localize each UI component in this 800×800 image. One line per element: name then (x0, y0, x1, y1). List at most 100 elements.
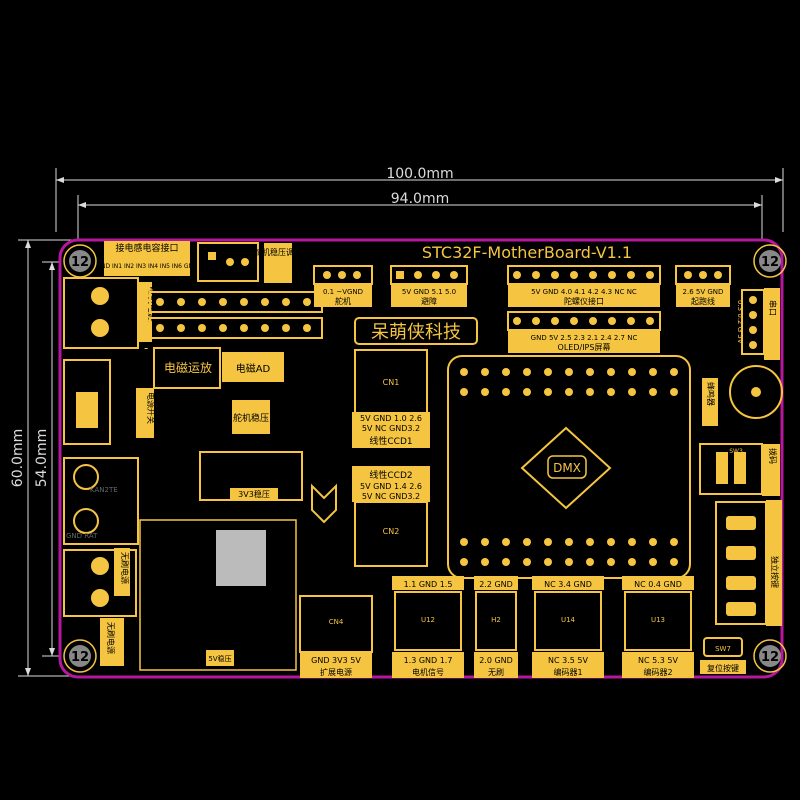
svg-text:舵机稳压调节: 舵机稳压调节 (254, 247, 302, 257)
pin (607, 558, 615, 566)
svg-text:5V GND 1.0 2.6: 5V GND 1.0 2.6 (360, 414, 422, 423)
pin (628, 388, 636, 396)
pin (565, 388, 573, 396)
dim-height-inner: 54.0mm (34, 429, 50, 487)
pin (544, 538, 552, 546)
svg-text:CN1: CN1 (383, 378, 400, 387)
ccd2-block: 线性CCD2 5V GND 1.4 2.6 5V NC GND3.2 CN2 (352, 466, 430, 567)
servo-regulator-header: 舵机稳压调节 (197, 242, 302, 283)
pin (460, 558, 468, 566)
encoder1: NC 3.4 GND U14 NC 3.5 5V 编码器1 (532, 576, 604, 678)
svg-text:复位按键: 复位按键 (707, 663, 739, 673)
pin (303, 324, 311, 332)
svg-text:CN2: CN2 (383, 527, 400, 536)
pin (532, 317, 540, 325)
reset-key: SW7 复位按键 (700, 637, 746, 674)
dim-width-outer: 100.0mm (386, 166, 453, 182)
pin (481, 388, 489, 396)
svg-text:2.0 GND: 2.0 GND (479, 656, 513, 665)
pin (502, 538, 510, 546)
pin (282, 324, 290, 332)
logo-mark (311, 483, 337, 524)
svg-text:+: + (144, 283, 154, 297)
dimension-lines (18, 168, 784, 677)
power-switch: 电源开关 (63, 359, 156, 445)
svg-text:SW7: SW7 (715, 645, 731, 653)
pin (586, 558, 594, 566)
reg33-block: 3V3稳压 (199, 451, 303, 501)
svg-text:电源开关: 电源开关 (146, 392, 156, 424)
svg-text:5V GND 5.1 5.0: 5V GND 5.1 5.0 (402, 288, 456, 296)
svg-text:拨码: 拨码 (768, 448, 778, 464)
servo-header: 0.1 ~VGND 舵机 (313, 265, 373, 307)
pin (481, 558, 489, 566)
keys-block: 独立按键 (715, 500, 782, 626)
svg-text:OLED/IPS屏幕: OLED/IPS屏幕 (558, 342, 611, 352)
pin (627, 317, 635, 325)
emag-opamp-block: 电磁运放 电磁AD 舵机稳压 (153, 347, 284, 434)
brushless-connector: 2.2 GND H2 2.0 GND 无刷 (474, 576, 518, 678)
header-pins (156, 298, 311, 332)
pin (646, 317, 654, 325)
pin (570, 317, 578, 325)
svg-text:12: 12 (71, 650, 89, 665)
pin (502, 558, 510, 566)
svg-text:无刷电源: 无刷电源 (120, 552, 130, 584)
inductor-header: 接电感电容接口 GND IN1 IN2 IN3 IN4 IN5 IN6 GND (96, 241, 198, 276)
svg-text:SW3: SW3 (729, 448, 743, 455)
svg-text:串口: 串口 (768, 300, 777, 316)
pin (481, 368, 489, 376)
svg-text:线性CCD2: 线性CCD2 (369, 469, 412, 481)
svg-text:12: 12 (71, 255, 89, 270)
pin (523, 368, 531, 376)
svg-text:扩展电源: 扩展电源 (320, 667, 352, 677)
svg-text:12: 12 (761, 650, 779, 665)
pin (628, 558, 636, 566)
mount-holes: 12 12 12 12 (63, 244, 787, 673)
pin (261, 298, 269, 306)
pin (219, 298, 227, 306)
motor-power-terminal: 电机电源 + - (63, 277, 158, 355)
svg-text:CN4: CN4 (329, 618, 344, 626)
pin (513, 317, 521, 325)
pin (608, 317, 616, 325)
svg-text:5V稳压: 5V稳压 (208, 654, 231, 663)
svg-text:舵机稳压: 舵机稳压 (233, 412, 269, 424)
svg-text:1.1 GND 1.5: 1.1 GND 1.5 (404, 580, 453, 589)
board-title: STC32F-MotherBoard-V1.1 (422, 243, 632, 262)
dim-height-outer: 60.0mm (10, 429, 26, 487)
svg-text:5V NC GND3.2: 5V NC GND3.2 (362, 492, 420, 501)
pin (586, 538, 594, 546)
buzzer: 蜂鸣器 (702, 365, 783, 426)
pin (649, 558, 657, 566)
pin (649, 368, 657, 376)
pin (670, 538, 678, 546)
svg-text:U13: U13 (651, 616, 665, 624)
pin (586, 388, 594, 396)
pin (198, 298, 206, 306)
encoder2: NC 0.4 GND U13 NC 5.3 5V 编码器2 (622, 576, 694, 678)
mount-hole-tl: 12 (63, 244, 97, 278)
pin (570, 271, 578, 279)
svg-text:5V GND 1.4 2.6: 5V GND 1.4 2.6 (360, 482, 422, 491)
pin (670, 388, 678, 396)
svg-text:0.1 ~VGND: 0.1 ~VGND (323, 288, 363, 296)
svg-text:DMX: DMX (553, 461, 581, 475)
svg-text:电磁AD: 电磁AD (236, 362, 271, 375)
svg-text:-: - (144, 341, 148, 355)
svg-text:编码器2: 编码器2 (643, 667, 672, 677)
svg-text:蜂鸣器: 蜂鸣器 (706, 382, 716, 406)
dip-switch: SW3 拨码 (699, 443, 780, 496)
svg-text:舵机: 舵机 (335, 296, 351, 306)
pin (649, 538, 657, 546)
motor-signal: 1.1 GND 1.5 U12 1.3 GND 1.7 电机信号 (392, 576, 464, 678)
pin (586, 368, 594, 376)
pin (261, 324, 269, 332)
pin (460, 388, 468, 396)
pin (219, 324, 227, 332)
svg-text:NC 5.3 5V: NC 5.3 5V (638, 656, 678, 665)
pin (589, 271, 597, 279)
pin (649, 388, 657, 396)
mount-hole-bl: 12 (63, 639, 97, 673)
pin (551, 317, 559, 325)
